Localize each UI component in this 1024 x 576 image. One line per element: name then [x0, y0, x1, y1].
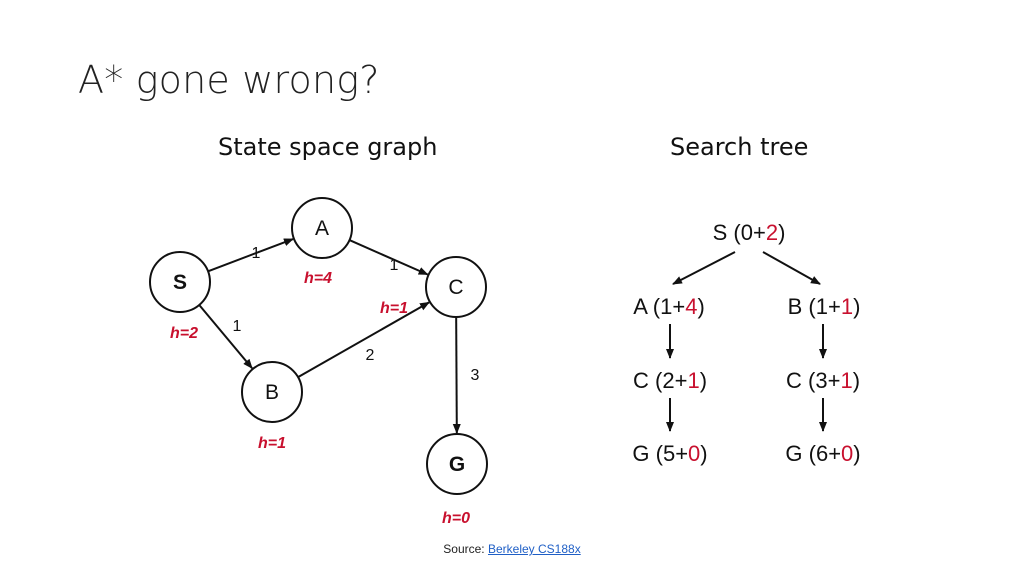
graph-node-label: G — [449, 453, 465, 476]
tree-plus: + — [675, 441, 688, 466]
tree-paren-close: ) — [853, 441, 860, 466]
graph-edge-s-b — [198, 304, 253, 369]
tree-node-state: G — [785, 441, 802, 466]
tree-paren-close: ) — [700, 368, 707, 393]
tree-paren-open: ( — [727, 220, 741, 245]
tree-node-cost: 2 — [662, 368, 674, 393]
tree-node-state: C — [786, 368, 802, 393]
tree-edge — [762, 251, 821, 285]
state-space-graph-heading: State space graph — [218, 133, 438, 161]
graph-node-s — [149, 251, 211, 313]
edge-cost-label: 2 — [366, 347, 375, 364]
tree-paren-close: ) — [853, 368, 860, 393]
tree-plus: + — [828, 294, 841, 319]
tree-node-heuristic: 1 — [687, 368, 699, 393]
tree-paren-open: ( — [802, 368, 816, 393]
tree-node-b1: B (1+1) — [788, 294, 861, 319]
search-tree-heading: Search tree — [670, 133, 809, 161]
tree-paren-close: ) — [700, 441, 707, 466]
tree-node-heuristic: 4 — [685, 294, 697, 319]
tree-paren-close: ) — [853, 294, 860, 319]
tree-node-heuristic: 1 — [841, 294, 853, 319]
graph-node-label: S — [173, 271, 187, 294]
tree-node-a1: A (1+4) — [633, 294, 705, 319]
tree-node-cost: 6 — [816, 441, 828, 466]
graph-node-a — [291, 197, 353, 259]
graph-node-b — [241, 361, 303, 423]
tree-node-state: B — [788, 294, 803, 319]
edge-cost-label: 1 — [233, 318, 242, 335]
tree-node-heuristic: 1 — [840, 368, 852, 393]
graph-edge-s-a — [207, 238, 294, 273]
slide-title: A* gone wrong? — [78, 58, 380, 102]
graph-node-label: B — [265, 381, 279, 404]
search-tree: S (0+2)A (1+4)B (1+1)C (2+1)C (3+1)G (5+… — [632, 220, 860, 466]
source-credit: Source: Berkeley CS188x — [0, 542, 1024, 556]
graph-node-label: C — [448, 276, 463, 299]
edge-cost-label: 3 — [471, 367, 480, 384]
tree-node-state: C — [633, 368, 649, 393]
tree-paren-open: ( — [649, 441, 663, 466]
tree-node-ca: C (2+1) — [633, 368, 707, 393]
tree-node-cb: C (3+1) — [786, 368, 860, 393]
tree-node-cost: 3 — [815, 368, 827, 393]
heuristic-label: h=0 — [442, 510, 470, 527]
tree-node-cost: 0 — [741, 220, 753, 245]
tree-node-root: S (0+2) — [713, 220, 786, 245]
source-link[interactable]: Berkeley CS188x — [487, 542, 581, 556]
graph-node-c — [425, 256, 487, 318]
tree-plus: + — [672, 294, 685, 319]
tree-edge — [672, 251, 736, 285]
tree-plus: + — [675, 368, 688, 393]
edge-cost-label: 1 — [252, 245, 261, 262]
tree-node-gb: G (6+0) — [785, 441, 860, 466]
tree-paren-open: ( — [802, 441, 816, 466]
graph-edge-a-c — [349, 239, 429, 276]
graph-edge-b-c — [297, 301, 430, 378]
heuristic-label: h=1 — [380, 300, 408, 317]
tree-node-heuristic: 0 — [841, 441, 853, 466]
tree-plus: + — [753, 220, 766, 245]
tree-paren-open: ( — [802, 294, 816, 319]
tree-node-heuristic: 2 — [766, 220, 778, 245]
heuristic-label: h=4 — [304, 270, 332, 287]
tree-node-cost: 1 — [816, 294, 828, 319]
tree-plus: + — [828, 368, 841, 393]
tree-node-cost: 5 — [663, 441, 675, 466]
tree-paren-close: ) — [697, 294, 704, 319]
tree-paren-open: ( — [649, 368, 663, 393]
tree-node-state: A — [633, 294, 648, 319]
tree-node-cost: 1 — [660, 294, 672, 319]
edge-cost-label: 1 — [390, 257, 399, 274]
source-prefix: Source: — [443, 542, 488, 556]
tree-paren-open: ( — [647, 294, 661, 319]
tree-paren-close: ) — [778, 220, 785, 245]
tree-plus: + — [828, 441, 841, 466]
state-space-graph: 1 1 1 2 3 Sh=2 Ah=4Bh=1 Ch=1Gh=0 — [149, 197, 488, 527]
graph-node-label: A — [315, 217, 329, 240]
heuristic-label: h=1 — [258, 435, 286, 452]
heuristic-label: h=2 — [170, 325, 198, 342]
tree-node-state: G — [632, 441, 649, 466]
tree-node-ga: G (5+0) — [632, 441, 707, 466]
graph-node-g — [426, 433, 488, 495]
graph-edge-c-g — [452, 316, 461, 435]
tree-node-state: S — [713, 220, 728, 245]
tree-node-heuristic: 0 — [688, 441, 700, 466]
